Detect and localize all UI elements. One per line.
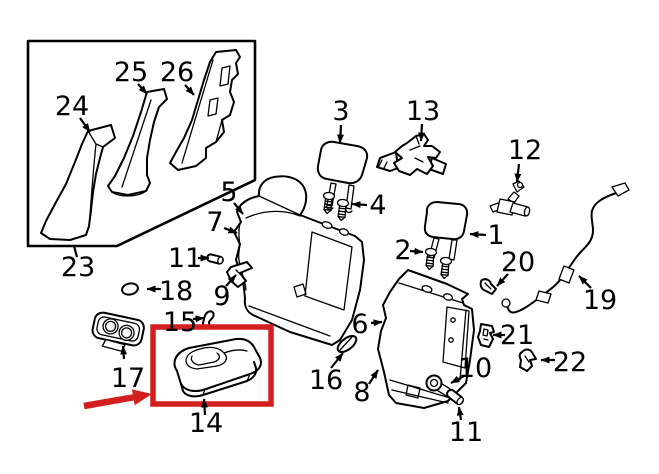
label-19: 19 (583, 285, 617, 316)
part-2-screws (423, 247, 453, 280)
label-26: 26 (160, 57, 194, 88)
part-25-pillar-trim (107, 88, 168, 197)
label-13: 13 (406, 96, 440, 127)
part-13-bracket (376, 133, 447, 176)
part-16-trim-cap (336, 334, 358, 354)
label-6: 6 (351, 309, 368, 340)
label-23: 23 (61, 252, 95, 283)
label-16: 16 (309, 365, 343, 396)
label-12: 12 (508, 135, 542, 166)
label-25: 25 (114, 57, 148, 88)
highlight-arrow (83, 389, 152, 410)
part-18-grommet (121, 282, 139, 296)
label-20: 20 (501, 247, 535, 278)
label-1: 1 (487, 220, 504, 251)
part-4-screws (321, 191, 350, 222)
part-19-release-cable (501, 182, 630, 314)
label-14: 14 (189, 408, 223, 439)
label-15: 15 (163, 307, 197, 338)
label-4: 4 (369, 190, 386, 221)
part-17-cupholder (91, 311, 145, 352)
label-21: 21 (500, 320, 534, 351)
part-labels: 24 25 26 23 3 13 12 5 7 4 1 2 20 19 11 1… (55, 57, 617, 448)
label-8: 8 (353, 377, 370, 408)
label-7: 7 (206, 207, 223, 238)
part-22-clip (518, 348, 537, 372)
label-9: 9 (213, 281, 230, 312)
label-3: 3 (332, 96, 349, 127)
highlight-box (150, 324, 274, 407)
label-11-left: 11 (168, 243, 202, 274)
part-24-pillar-trim (40, 124, 116, 241)
label-17: 17 (111, 363, 145, 394)
part-21-clip (477, 323, 495, 348)
label-10: 10 (458, 353, 492, 384)
label-2: 2 (394, 235, 411, 266)
part-12-bracket (489, 180, 531, 217)
part-14-armrest (173, 337, 262, 398)
leader-arrows (79, 83, 592, 421)
label-11-bottom: 11 (449, 417, 483, 448)
part-6-seatback-right (377, 269, 475, 409)
label-18: 18 (159, 276, 193, 307)
part-5-seatback-left (233, 175, 365, 346)
label-22: 22 (553, 347, 587, 378)
part-20-bracket (479, 278, 497, 295)
label-24: 24 (55, 91, 89, 122)
part-26-pillar-trim (169, 49, 241, 171)
part-11-pin-bottom (446, 388, 464, 406)
label-5: 5 (220, 177, 237, 208)
